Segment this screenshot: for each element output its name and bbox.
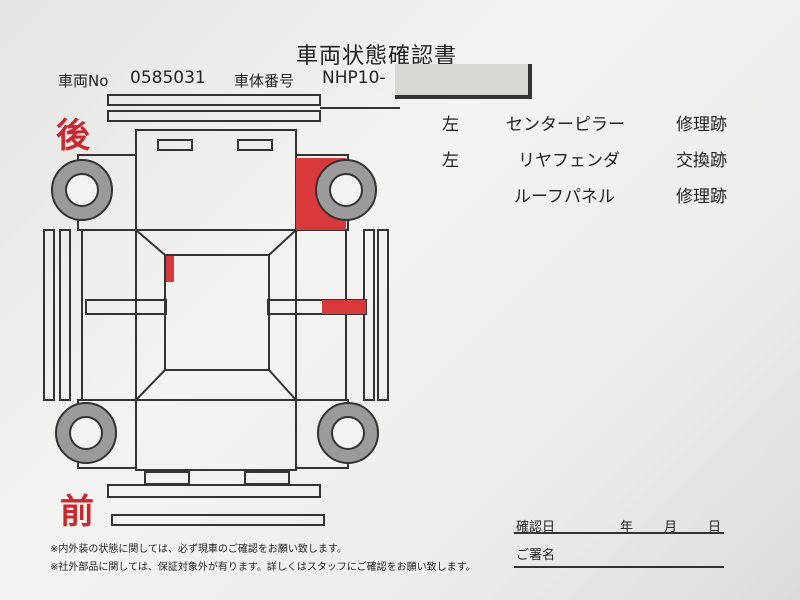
damage-part: ルーフパネル	[514, 187, 615, 207]
damage-side: 左	[442, 115, 459, 135]
damage-center-pillar	[166, 256, 174, 282]
redaction-tape	[395, 64, 532, 99]
damage-part: リヤフェンダ	[518, 151, 620, 171]
damage-status: 交換跡	[676, 151, 727, 171]
signature-line	[514, 566, 724, 568]
year-label: 年	[620, 520, 634, 535]
damage-status: 修理跡	[676, 115, 727, 135]
date-line	[514, 532, 724, 534]
vehicle-no-value: 0585031	[130, 68, 206, 88]
note-interior-exterior: ※内外装の状態に関しては、必ず現車のご確認をお願い致します。	[50, 544, 347, 555]
confirm-date-label: 確認日	[516, 520, 556, 535]
chassis-label: 車体番号	[234, 72, 295, 90]
damage-part: センターピラー	[506, 115, 625, 135]
damage-status: 修理跡	[676, 187, 727, 207]
front-label: 前	[60, 492, 94, 532]
chassis-value: NHP10-	[322, 68, 386, 88]
signature-label: ご署名	[516, 548, 556, 563]
day-label: 日	[708, 520, 722, 535]
rear-label: 後	[56, 116, 90, 156]
damage-side: 左	[442, 151, 459, 171]
vehicle-no-label: 車両No	[58, 72, 109, 90]
damage-roof-panel	[322, 300, 366, 314]
month-label: 月	[664, 520, 678, 535]
note-aftermarket-parts: ※社外部品に関しては、保証対象外が有ります。詳しくはスタッフにご確認をお願い致し…	[50, 562, 476, 573]
